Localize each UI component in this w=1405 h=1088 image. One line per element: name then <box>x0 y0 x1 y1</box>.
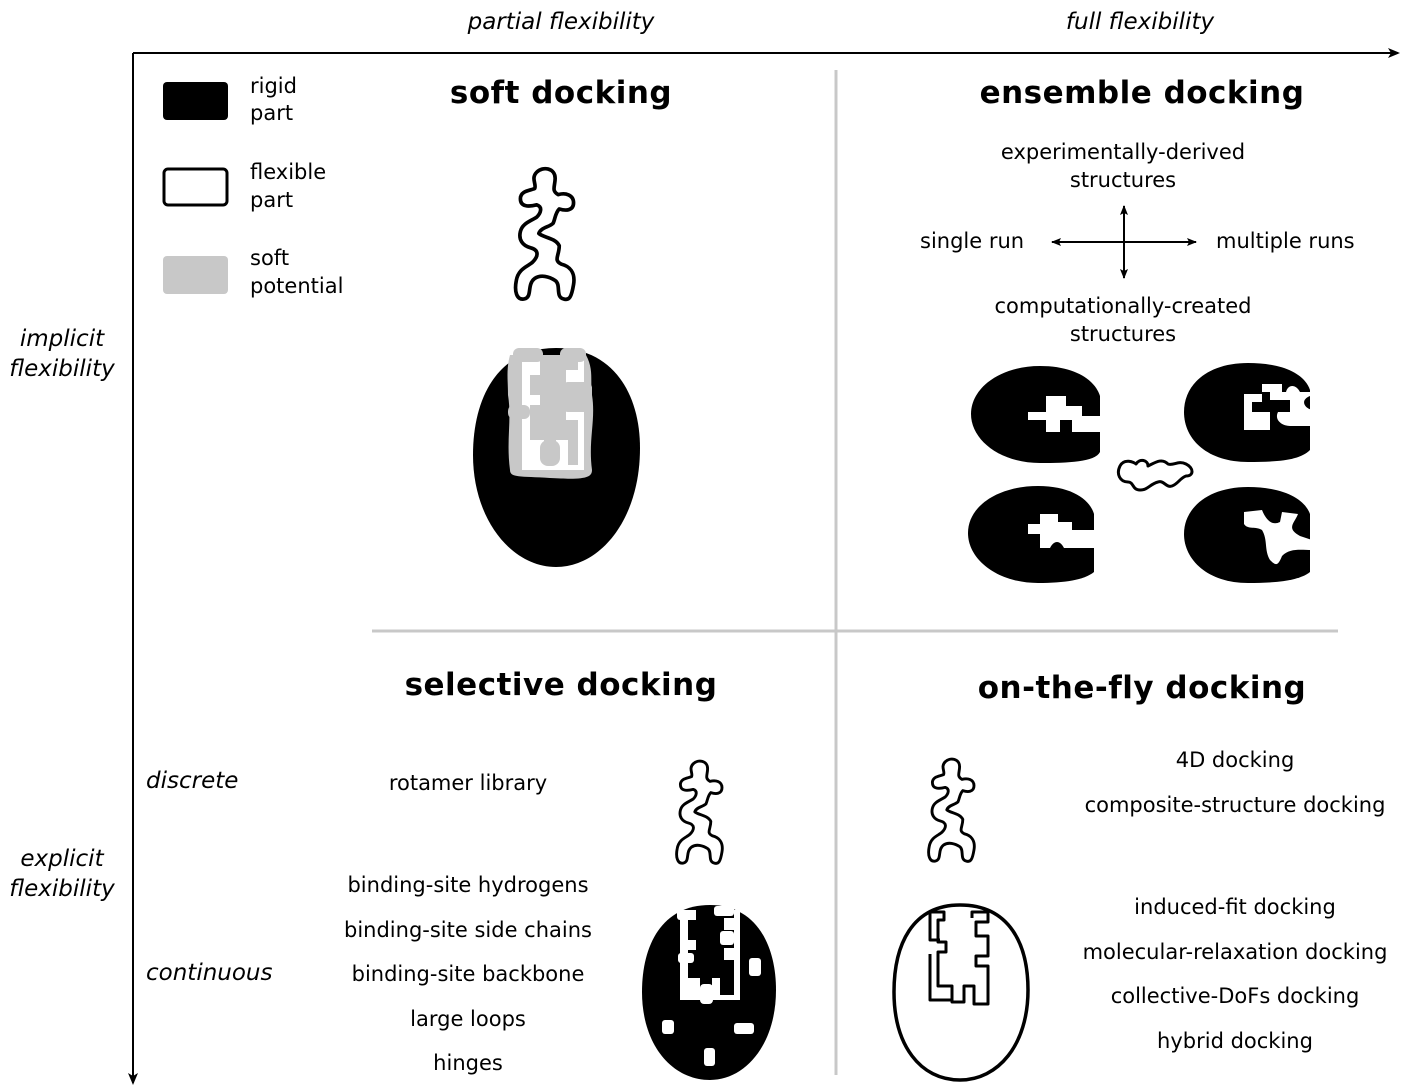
soft-receptor-icon <box>473 348 640 567</box>
ensemble-left-label: single run <box>920 229 1025 253</box>
selective-ligand-icon <box>675 759 724 865</box>
x-axis-label-partial: partial flexibility <box>467 9 655 35</box>
selective-continuous-item: binding-site side chains <box>344 918 592 942</box>
legend-swatch-rigid <box>163 82 228 120</box>
onthefly-continuous-item: hybrid docking <box>1157 1029 1313 1053</box>
y-axis-label-implicit-1: implicit <box>19 326 105 352</box>
y-axis-label-explicit-2: flexibility <box>9 876 115 902</box>
legend-swatch-soft <box>163 256 228 294</box>
ensemble-receptor-2-icon <box>1184 363 1312 462</box>
legend-soft-line1: soft <box>250 246 290 270</box>
soft-ligand-icon <box>513 166 576 302</box>
onthefly-continuous-item: collective-DoFs docking <box>1110 984 1360 1008</box>
soft-docking-title: soft docking <box>449 75 673 111</box>
selective-continuous-item: hinges <box>433 1051 503 1075</box>
continuous-label: continuous <box>146 960 273 986</box>
ensemble-bottom-label-1: computationally-created <box>994 294 1252 318</box>
onthefly-discrete-item: 4D docking <box>1175 748 1295 772</box>
y-axis-label-implicit-2: flexibility <box>9 356 115 382</box>
legend-flexible-line1: flexible <box>250 160 327 184</box>
discrete-label: discrete <box>146 768 239 794</box>
selective-receptor-icon <box>642 905 776 1080</box>
ensemble-bottom-label-2: structures <box>1069 322 1177 346</box>
legend-swatch-flexible <box>162 167 229 207</box>
selective-discrete-item: rotamer library <box>388 771 548 795</box>
ensemble-top-label-2: structures <box>1069 168 1177 192</box>
ensemble-ligand-icon <box>1116 458 1194 492</box>
ensemble-right-label: multiple runs <box>1216 229 1355 253</box>
ensemble-top-label-1: experimentally-derived <box>1000 140 1246 164</box>
legend-rigid-line1: rigid <box>250 74 297 98</box>
onthefly-discrete-item: composite-structure docking <box>1084 793 1386 817</box>
ensemble-docking-title: ensemble docking <box>979 75 1305 111</box>
onthefly-continuous-item: induced-fit docking <box>1134 895 1336 919</box>
ensemble-receptor-4-icon <box>1184 487 1312 583</box>
onthefly-receptor-icon <box>892 903 1030 1082</box>
selective-continuous-item: binding-site backbone <box>351 962 585 986</box>
onthefly-docking-title: on-the-fly docking <box>977 670 1307 706</box>
selective-continuous-item: large loops <box>410 1007 526 1031</box>
legend-soft-line2: potential <box>250 274 344 298</box>
selective-docking-title: selective docking <box>404 667 718 703</box>
ensemble-receptor-3-icon <box>968 486 1094 583</box>
ensemble-receptor-1-icon <box>971 366 1100 463</box>
y-axis-label-explicit-1: explicit <box>20 846 104 872</box>
onthefly-ligand-icon <box>927 757 976 863</box>
selective-continuous-item: binding-site hydrogens <box>347 873 589 897</box>
onthefly-continuous-item: molecular-relaxation docking <box>1082 940 1388 964</box>
legend-rigid-line2: part <box>250 101 294 125</box>
legend-flexible-line2: part <box>250 188 294 212</box>
x-axis-label-full: full flexibility <box>1065 9 1215 35</box>
